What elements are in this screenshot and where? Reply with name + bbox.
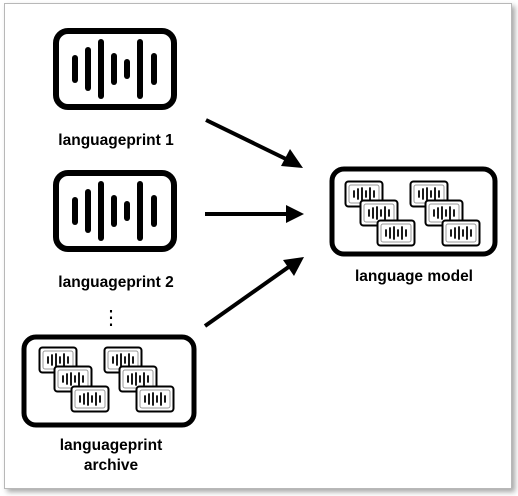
arrow-from-source-1	[205, 118, 303, 168]
arrow-from-archive	[203, 257, 304, 328]
archive-label-line1: languageprint	[60, 437, 162, 454]
language-model-box	[329, 166, 498, 257]
archive-box	[21, 334, 197, 428]
model-label: language model	[355, 268, 473, 285]
waveform-icon	[56, 173, 174, 249]
arrow-from-source-2	[205, 205, 304, 223]
ellipsis: ⋮	[101, 307, 121, 329]
waveform-icon	[56, 31, 174, 107]
source-label: languageprint 2	[58, 274, 173, 291]
archive-label-line2: archive	[84, 457, 139, 474]
source-label: languageprint 1	[58, 132, 174, 149]
